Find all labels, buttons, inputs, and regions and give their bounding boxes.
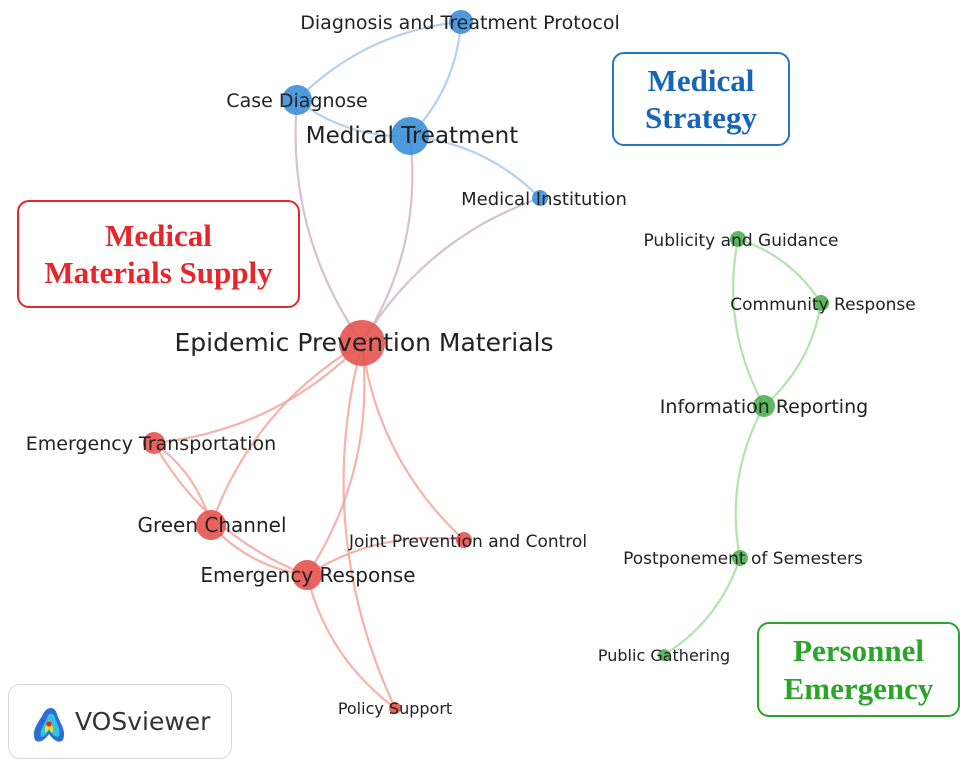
cluster-label-line: Strategy — [645, 100, 757, 135]
node-label-gc: Green Channel — [137, 513, 286, 537]
vosviewer-logo-text: VOSviewer — [75, 707, 211, 736]
edge-er-ps — [305, 574, 396, 709]
cluster-label-line: Personnel — [793, 633, 924, 669]
node-mt[interactable] — [391, 117, 429, 155]
node-ps[interactable] — [389, 702, 401, 714]
node-label-pos: Postponement of Semesters — [623, 549, 863, 569]
edge-pos-pgath — [663, 557, 742, 656]
vosviewer-logo: VOSviewer — [8, 684, 232, 759]
node-label-mt: Medical Treatment — [306, 123, 518, 149]
node-cr[interactable] — [813, 295, 829, 311]
node-label-pg: Publicity and Guidance — [643, 231, 838, 251]
edge-epm-et — [153, 342, 363, 445]
node-label-ir: Information Reporting — [660, 396, 868, 418]
edge-dtp-cd — [296, 20, 462, 101]
node-pgath[interactable] — [658, 649, 670, 661]
node-jpc[interactable] — [456, 532, 472, 548]
edge-mt-epm — [361, 135, 414, 344]
edge-epm-ps — [342, 342, 396, 709]
edge-mi-epm — [361, 196, 541, 344]
node-label-epm: Epidemic Prevention Materials — [174, 328, 553, 357]
edge-pg-cr — [737, 237, 822, 304]
edge-epm-er — [306, 342, 366, 576]
cluster-label-line: Medical — [105, 217, 212, 253]
node-ir[interactable] — [753, 395, 775, 417]
edge-ir-pos — [734, 405, 765, 559]
cluster-label-line: Medical — [647, 62, 755, 98]
node-label-et: Emergency Transportation — [26, 433, 276, 455]
node-label-mi: Medical Institution — [461, 189, 627, 210]
edge-pg-ir — [732, 238, 765, 407]
node-dtp[interactable] — [449, 10, 473, 34]
vosviewer-logo-icon — [33, 707, 65, 742]
node-label-cr: Community Response — [730, 295, 915, 315]
cluster-label-line: Emergency — [783, 670, 934, 706]
node-cd[interactable] — [282, 85, 312, 115]
node-et[interactable] — [143, 432, 165, 454]
node-mi[interactable] — [532, 190, 548, 206]
node-pg[interactable] — [730, 231, 746, 247]
cluster-label-medical-materials-supply: Medical Materials Supply — [17, 200, 300, 308]
node-label-cd: Case Diagnose — [226, 90, 367, 112]
node-gc[interactable] — [196, 510, 226, 540]
cluster-label-line: Materials Supply — [44, 255, 273, 290]
node-epm[interactable] — [339, 320, 385, 366]
edge-epm-gc — [209, 342, 363, 526]
node-label-jpc: Joint Prevention and Control — [348, 532, 587, 552]
edge-epm-jpc — [360, 342, 465, 541]
node-er[interactable] — [292, 560, 322, 590]
node-label-er: Emergency Response — [200, 563, 415, 587]
node-label-dtp: Diagnosis and Treatment Protocol — [300, 12, 619, 34]
node-pos[interactable] — [732, 550, 748, 566]
cluster-label-medical-strategy: Medical Strategy — [612, 52, 790, 146]
node-label-pgath: Public Gathering — [598, 646, 730, 665]
node-label-ps: Policy Support — [338, 699, 452, 718]
cluster-label-personnel-emergency: Personnel Emergency — [757, 622, 960, 717]
node-layer — [143, 10, 829, 714]
edge-cd-epm — [294, 99, 363, 344]
edge-cr-ir — [763, 302, 823, 407]
edge-er-jpc — [306, 536, 465, 576]
